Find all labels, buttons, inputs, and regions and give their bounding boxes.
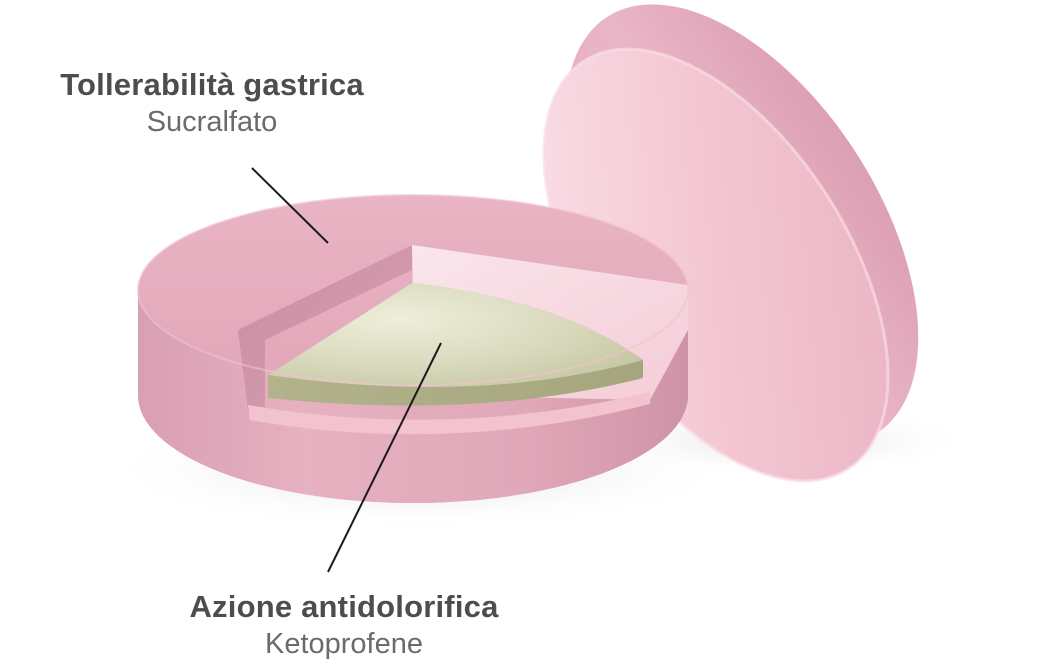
leader-line-bottom [327, 342, 442, 573]
annotation-bottom-title: Azione antidolorifica [189, 589, 499, 624]
annotation-top: Tollerabilità gastrica Sucralfato [30, 66, 394, 140]
annotation-bottom-subtitle: Ketoprofene [264, 628, 423, 660]
annotation-bottom: Azione antidolorifica Ketoprofene [152, 588, 536, 662]
annotation-top-subtitle: Sucralfato [146, 106, 278, 138]
annotation-top-title: Tollerabilità gastrica [60, 67, 364, 102]
cut-tablet [137, 194, 689, 503]
leader-line-top [251, 167, 329, 244]
